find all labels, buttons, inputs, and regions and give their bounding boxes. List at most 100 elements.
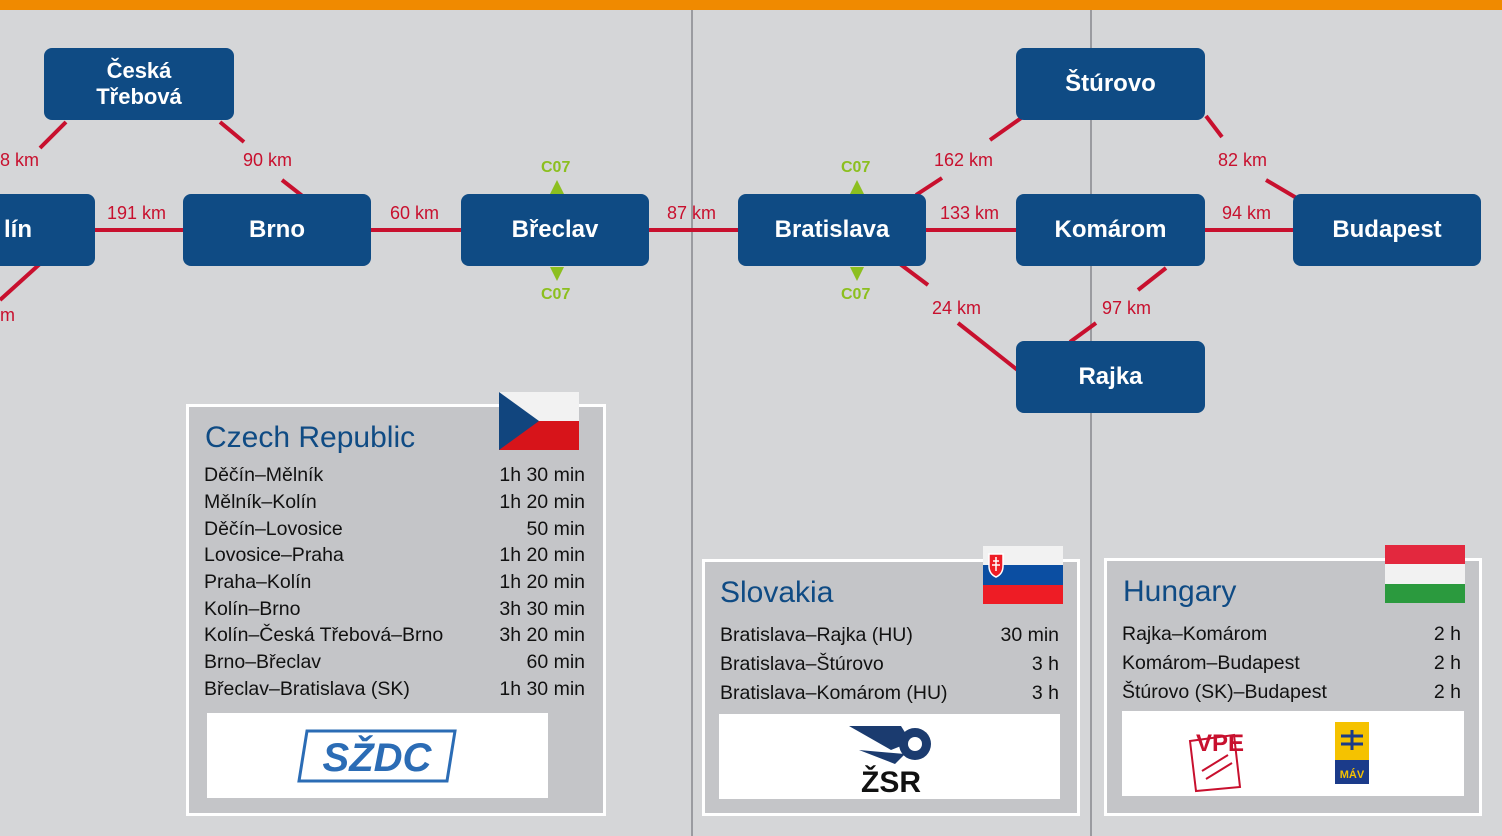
distance-rajka-komarom: 97 km (1102, 298, 1152, 318)
line-bratislava-rajka-lower (956, 321, 1022, 374)
mav-logo: MÁV (1335, 722, 1369, 784)
distance-kolin-south: m (0, 305, 15, 325)
line-kolin-south (0, 260, 44, 302)
logo-box: SŽDC (207, 713, 548, 798)
line-rajka-komarom-lower (1068, 321, 1098, 344)
table-row: Štúrovo (SK)–Budapest 2 h (1122, 681, 1461, 704)
line-bratislava-sturovo-upper (988, 114, 1026, 142)
distance-bratislava-sturovo: 162 km (934, 150, 994, 170)
distance-bratislava-rajka: 24 km (932, 298, 982, 318)
node-breclav: Břeclav (461, 194, 649, 266)
distance-kolin-brno: 191 km (107, 203, 167, 223)
mav-logo-text: MÁV (1340, 768, 1365, 781)
panel-hungary: Hungary Rajka–Komárom 2 h Komárom–Budapes… (1104, 558, 1482, 816)
distance-sturovo-budapest: 82 km (1218, 150, 1268, 170)
route-time: 1h 20 min (499, 571, 585, 593)
route-time: 1h 20 min (499, 491, 585, 513)
route-time: 50 min (526, 518, 585, 540)
route-time: 1h 30 min (499, 464, 585, 486)
route-time: 3 h (1031, 653, 1059, 675)
arrow-up-icon (550, 180, 564, 194)
vpe-logo: VPE (1188, 730, 1244, 793)
route-time: 1h 20 min (499, 544, 585, 566)
node-kolin: lín (0, 194, 95, 266)
route-label: Bratislava–Rajka (HU) (720, 624, 913, 646)
border-divider-sk-hu (1090, 10, 1092, 836)
line-rajka-komarom-upper (1136, 266, 1168, 292)
corridor-code-breclav-up: C07 (541, 159, 571, 176)
route-time: 3h 20 min (499, 624, 585, 646)
route-label: Komárom–Budapest (1122, 652, 1300, 674)
slovakia-flag-icon (983, 546, 1063, 604)
route-label: Kolín–Česká Třebová–Brno (204, 624, 444, 646)
panel-title: Slovakia (720, 576, 834, 609)
table-row: Kolín–Česká Třebová–Brno 3h 20 min (204, 624, 585, 647)
line-bratislava-rajka-upper (898, 262, 930, 287)
table-row: Děčín–Mělník 1h 30 min (204, 464, 585, 487)
top-accent-bar (0, 0, 1502, 10)
distance-breclav-bratislava: 87 km (667, 203, 717, 223)
route-label: Brno–Břeclav (204, 651, 322, 673)
node-komarom: Komárom (1016, 194, 1205, 266)
route-label: Břeclav–Bratislava (SK) (204, 678, 410, 700)
table-row: Rajka–Komárom 2 h (1122, 623, 1461, 646)
line-ceska-brno-upper (218, 120, 246, 144)
panel-slovakia: Slovakia Bratislava–Rajka (HU) 30 min Bra… (702, 559, 1080, 816)
route-time: 3h 30 min (499, 598, 585, 620)
distance-bratislava-komarom: 133 km (940, 203, 1000, 223)
distance-komarom-budapest: 94 km (1222, 203, 1272, 223)
line-bratislava-sturovo-lower (914, 176, 944, 197)
route-label: Lovosice–Praha (204, 544, 344, 566)
panel-title: Czech Republic (205, 421, 416, 454)
logo-box: ŽSR (719, 714, 1060, 799)
route-label: Praha–Kolín (204, 571, 312, 593)
distance-brno-breclav: 60 km (390, 203, 440, 223)
czech-flag-icon (499, 392, 579, 450)
table-row: Kolín–Brno 3h 30 min (204, 598, 585, 621)
hungary-flag-icon (1385, 545, 1465, 603)
table-row: Děčín–Lovosice 50 min (204, 518, 585, 541)
szdc-logo-text: SŽDC (323, 734, 433, 780)
route-label: Štúrovo (SK)–Budapest (1122, 681, 1327, 703)
route-time: 3 h (1031, 682, 1059, 704)
route-time: 2 h (1433, 652, 1461, 674)
route-time: 60 min (526, 651, 585, 673)
corridor-code-breclav-down: C07 (541, 286, 571, 303)
route-label: Bratislava–Štúrovo (720, 653, 884, 675)
node-ceska-trebova: Česká Třebová (44, 48, 234, 120)
panel-czech-republic: Czech Republic Děčín–Mělník 1h 30 min Měl… (186, 404, 606, 816)
arrow-down-icon (550, 267, 564, 281)
route-label: Rajka–Komárom (1122, 623, 1268, 645)
table-row: Brno–Břeclav 60 min (204, 651, 585, 674)
node-bratislava: Bratislava (738, 194, 926, 266)
corridor-code-bratislava-up: C07 (841, 159, 871, 176)
route-time: 2 h (1433, 623, 1461, 645)
node-sturovo: Štúrovo (1016, 48, 1205, 120)
node-brno: Brno (183, 194, 371, 266)
arrow-up-icon (850, 180, 864, 194)
route-label: Kolín–Brno (204, 598, 301, 620)
route-time: 30 min (1000, 624, 1059, 646)
node-rajka: Rajka (1016, 341, 1205, 413)
distance-ceska-brno: 90 km (243, 150, 293, 170)
route-time: 1h 30 min (499, 678, 585, 700)
arrow-down-icon (850, 267, 864, 281)
distance-kolin-ceska: 8 km (0, 150, 40, 170)
route-label: Bratislava–Komárom (HU) (720, 682, 948, 704)
zsr-logo: ŽSR (849, 726, 931, 799)
panel-title: Hungary (1123, 575, 1237, 608)
table-row: Břeclav–Bratislava (SK) 1h 30 min (204, 678, 585, 701)
node-budapest: Budapest (1293, 194, 1481, 266)
szdc-logo: SŽDC (297, 729, 457, 783)
route-time: 2 h (1433, 681, 1461, 703)
table-row: Bratislava–Rajka (HU) 30 min (720, 624, 1059, 647)
table-row: Praha–Kolín 1h 20 min (204, 571, 585, 594)
route-label: Mělník–Kolín (204, 491, 317, 513)
route-label: Děčín–Mělník (204, 464, 324, 486)
table-row: Lovosice–Praha 1h 20 min (204, 544, 585, 567)
route-label: Děčín–Lovosice (204, 518, 343, 540)
corridor-code-bratislava-down: C07 (841, 286, 871, 303)
node-kolin-label: lín (4, 216, 32, 243)
line-sturovo-budapest-upper (1204, 114, 1224, 139)
zsr-logo-text: ŽSR (861, 765, 921, 799)
